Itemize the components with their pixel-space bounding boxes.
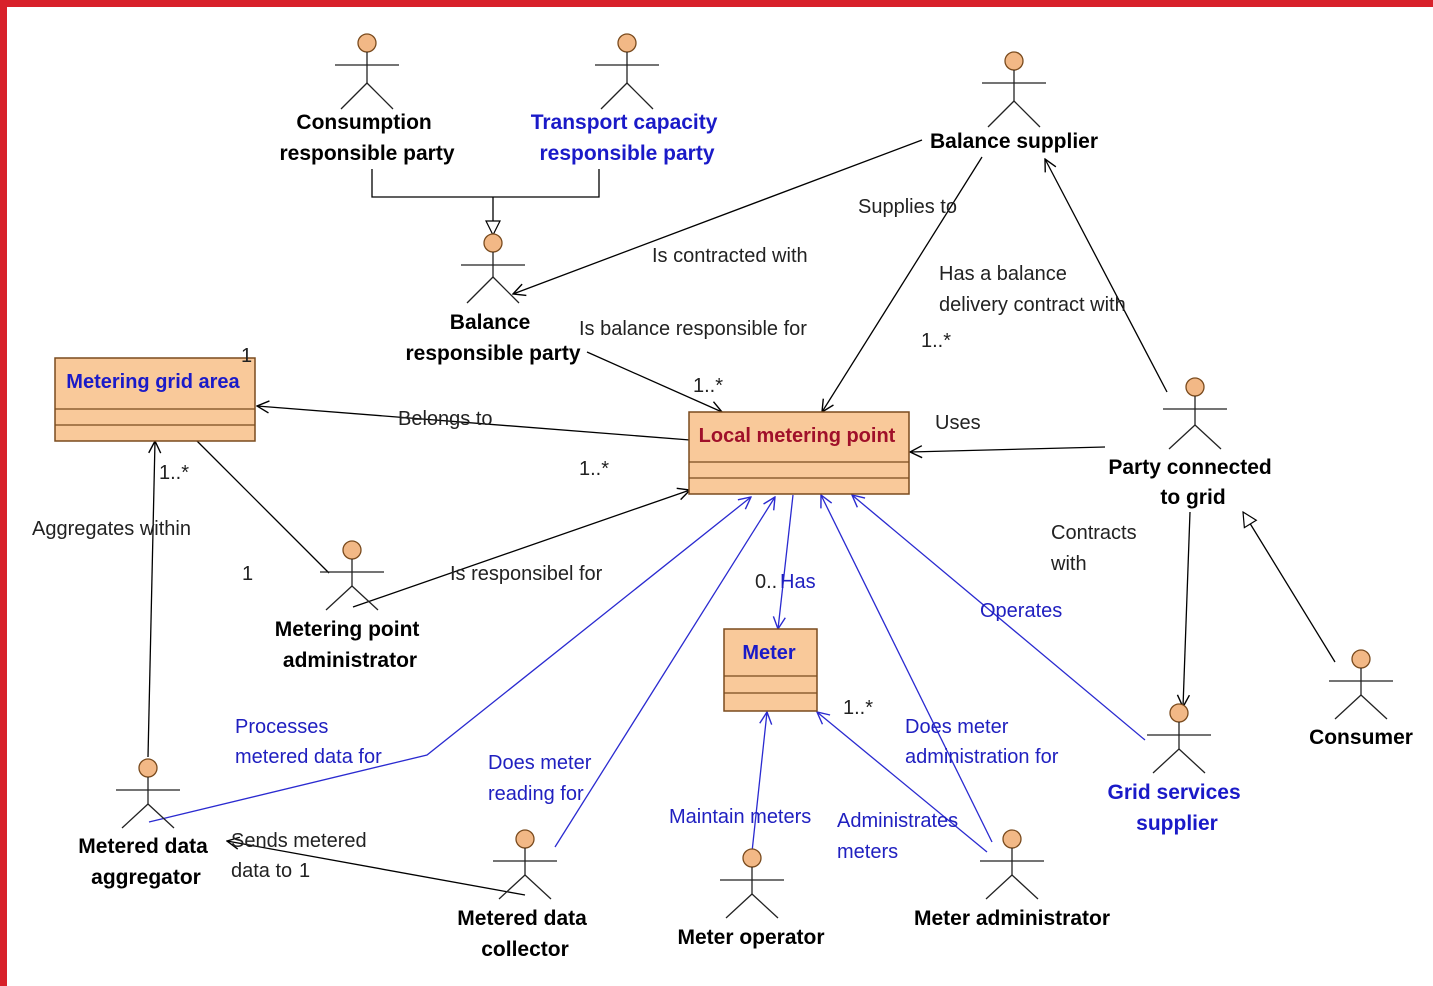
actor-icon: [1163, 377, 1227, 450]
actor-icon: [493, 829, 557, 900]
actor-metered-data-aggregator-label[interactable]: Metered data aggregator: [78, 835, 213, 889]
mult-meter-many: 1..*: [843, 697, 873, 719]
label-operates: Operates: [980, 600, 1062, 622]
class-title: Local metering point: [699, 425, 896, 447]
line-processes-metered-data: [148, 497, 751, 823]
label-maintain-meters: Maintain meters: [669, 806, 811, 828]
actor-icon: [335, 33, 399, 110]
mult-lmp-many-left: 1..*: [579, 458, 609, 480]
label-sends-metered-data: Sends metered data to: [231, 830, 372, 882]
class-title: Meter: [742, 642, 796, 664]
mult-lmp-many-top: 1..*: [693, 375, 723, 397]
actor-meter-operator-label[interactable]: Meter operator: [677, 926, 824, 949]
line-does-meter-reading: [554, 497, 775, 848]
label-is-contracted-with: Is contracted with: [652, 245, 808, 267]
line-supplies-to: [822, 156, 983, 412]
label-supplies-to: Supplies to: [858, 196, 957, 218]
line-is-responsible-for: [352, 490, 690, 608]
actor-icon: [595, 33, 659, 110]
class-meter[interactable]: Meter: [723, 628, 818, 712]
actor-grid-services-label[interactable]: Grid services supplier: [1108, 781, 1247, 835]
line-aggregates-within: [147, 441, 155, 758]
label-contracts-with: Contracts with: [1050, 522, 1142, 575]
label-does-meter-administration: Does meter administration for: [905, 716, 1059, 768]
actor-icon: [320, 540, 384, 611]
actor-metered-data-collector-label[interactable]: Metered data collector: [457, 907, 592, 961]
mult-grid-area-many: 1..*: [159, 462, 189, 484]
actor-icon: [116, 758, 180, 829]
class-metering-grid-area[interactable]: Metering grid area: [54, 357, 256, 442]
multiplicities: 1 1 1..* 1..* 1..* 1..* 0.. 1..* 1: [159, 330, 951, 882]
diagram-canvas: Metering grid area Local metering point …: [7, 7, 1433, 986]
actor-transport-label[interactable]: Transport capacity responsible party: [531, 111, 724, 165]
line-balance-responsible-for: [586, 351, 722, 412]
generalization-transport: [493, 169, 600, 198]
label-is-responsible-for: Is responsibel for: [450, 563, 603, 585]
line-has: [778, 494, 794, 629]
line-grid-area-admin: [196, 440, 330, 574]
actor-consumption-label[interactable]: Consumption responsible party: [279, 111, 454, 165]
generalization-consumption: [371, 169, 493, 198]
label-has-balance-contract: Has a balance delivery contract with: [939, 263, 1126, 316]
actor-figures: [116, 33, 1393, 919]
actor-icon: [980, 829, 1044, 900]
class-title: Metering grid area: [66, 371, 240, 393]
actor-meter-administrator-label[interactable]: Meter administrator: [914, 907, 1110, 930]
actor-party-connected-label[interactable]: Party connected to grid: [1108, 456, 1277, 509]
generalization-consumer: [1243, 512, 1336, 663]
label-is-balance-responsible-for: Is balance responsible for: [579, 318, 807, 340]
actor-consumer-label[interactable]: Consumer: [1309, 726, 1413, 749]
label-belongs-to: Belongs to: [398, 408, 493, 430]
label-aggregates-within: Aggregates within: [32, 518, 191, 540]
line-sends-metered-data: [227, 841, 526, 896]
line-operates: [852, 495, 1146, 741]
line-uses: [910, 447, 1106, 452]
label-uses: Uses: [935, 412, 981, 434]
actor-balance-responsible-label[interactable]: Balance responsible party: [405, 311, 580, 365]
line-contracts-with: [1183, 511, 1191, 707]
actor-icon: [461, 233, 525, 304]
line-does-meter-administration: [821, 495, 993, 843]
class-local-metering-point[interactable]: Local metering point: [688, 411, 910, 495]
mult-grid-area-top: 1: [241, 345, 252, 367]
connectors: [147, 139, 1336, 896]
line-is-contracted-with: [513, 139, 923, 294]
label-processes-metered-data: Processes metered data for: [235, 716, 382, 768]
actor-balance-supplier-label[interactable]: Balance supplier: [930, 130, 1098, 153]
actor-icon: [982, 51, 1046, 128]
mult-supplier-many: 1..*: [921, 330, 951, 352]
relation-labels: Supplies to Is contracted with Has a bal…: [32, 196, 1142, 882]
label-administrates-meters: Administrates meters: [837, 810, 964, 863]
actor-metering-point-admin-label[interactable]: Metering point administrator: [275, 618, 426, 672]
actor-icon: [720, 848, 784, 919]
mult-sends-one: 1: [299, 860, 310, 882]
actor-icon: [1329, 649, 1393, 720]
mult-grid-area-bottom: 1: [242, 563, 253, 585]
line-administrates-meters: [817, 712, 988, 853]
label-has: Has: [780, 571, 816, 593]
line-belongs-to: [257, 406, 691, 441]
use-case-diagram: Metering grid area Local metering point …: [32, 33, 1413, 961]
actor-labels: Consumption responsible party Transport …: [78, 111, 1413, 961]
line-maintain-meters: [751, 712, 767, 853]
line-has-balance-contract: [1045, 159, 1168, 393]
label-does-meter-reading: Does meter reading for: [488, 752, 597, 805]
mult-meter-zero: 0..: [755, 571, 777, 593]
actor-icon: [1147, 703, 1211, 774]
